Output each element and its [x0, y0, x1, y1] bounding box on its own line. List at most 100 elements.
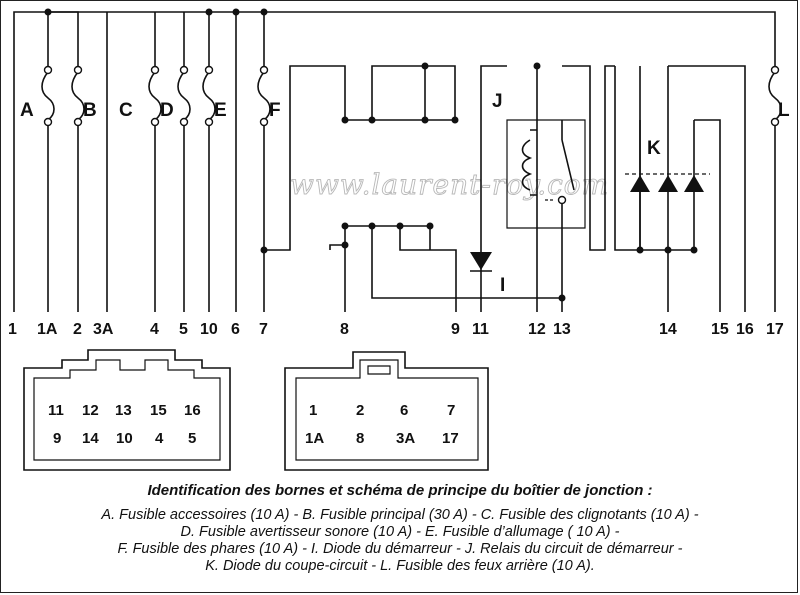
terminal-label: 1A [37, 321, 58, 338]
fuse-L-icon [768, 71, 782, 121]
wire-9 [399, 226, 457, 312]
diode-K3-icon [684, 175, 704, 192]
terminal-label: 17 [766, 321, 784, 338]
terminal-label: 10 [200, 321, 218, 338]
label-E: E [214, 100, 227, 121]
pin-label: 14 [82, 430, 99, 447]
junction-dot [341, 116, 349, 124]
junction-dot [232, 8, 240, 16]
pin-label: 3A [396, 430, 415, 447]
terminal-label: 16 [736, 321, 754, 338]
pin-label: 5 [188, 430, 196, 447]
watermark-text: www.laurent-roy.com [290, 168, 609, 201]
wire-15 [694, 119, 721, 312]
terminal-label: 7 [259, 321, 268, 338]
connector-right-latch [367, 365, 391, 375]
caption-line: F. Fusible des phares (10 A) - I. Diode … [117, 541, 683, 557]
junction-dot [558, 294, 566, 302]
junction-dot [396, 222, 404, 230]
terminal-label: 3A [93, 321, 114, 338]
connector-left: 11 12 13 15 16 9 14 10 4 5 [23, 349, 231, 471]
terminal-label: 6 [231, 321, 240, 338]
wire-8-13-link [371, 226, 562, 299]
diode-K2-icon [658, 175, 678, 192]
caption-line: K. Diode du coupe-circuit - L. Fusible d… [205, 558, 595, 574]
pin-label: 16 [184, 402, 201, 419]
fuse-terminal-dot [73, 117, 83, 127]
switch-group-top-wire [371, 65, 456, 120]
fuse-terminal-dot [150, 65, 160, 75]
terminal-label: 9 [451, 321, 460, 338]
terminal-label: 4 [150, 321, 159, 338]
fuse-terminal-dot [179, 65, 189, 75]
junction-dot [426, 222, 434, 230]
fuse-E-icon [202, 71, 216, 121]
terminal-label: 2 [73, 321, 82, 338]
connector-left-inner [33, 359, 221, 461]
junction-dot [451, 116, 459, 124]
relay-contact-dot [557, 195, 567, 205]
pin-label: 1 [309, 402, 317, 419]
diode-I-icon [470, 252, 492, 270]
junction-dot [341, 241, 349, 249]
fuse-terminal-dot [150, 117, 160, 127]
fuse-terminal-dot [43, 117, 53, 127]
fuse-A-icon [41, 71, 55, 121]
pin-label: 8 [356, 430, 364, 447]
connector-right-outline [284, 351, 489, 471]
junction-dot [636, 246, 644, 254]
junction-dot [368, 116, 376, 124]
wire-16 [668, 65, 746, 312]
fuse-B-icon [71, 71, 85, 121]
relay-J-coil-icon [521, 139, 533, 191]
pin-label: 6 [400, 402, 408, 419]
fuse-terminal-dot [204, 117, 214, 127]
label-A: A [20, 100, 34, 121]
pin-label: 7 [447, 402, 455, 419]
fuse-terminal-dot [770, 117, 780, 127]
label-K: K [647, 138, 661, 159]
relay-feed-wire [562, 65, 615, 251]
pin-label: 4 [155, 430, 164, 447]
junction-dot [341, 222, 349, 230]
junction-dot [205, 8, 213, 16]
label-D: D [160, 100, 174, 121]
fuse-terminal-dot [179, 117, 189, 127]
pin-label: 12 [82, 402, 99, 419]
terminal-label: 13 [553, 321, 571, 338]
pin-label: 13 [115, 402, 132, 419]
top-bus-wire [13, 11, 776, 312]
relay-J-box [506, 119, 586, 229]
fuse-terminal-dot [73, 65, 83, 75]
label-F: F [269, 100, 281, 121]
terminal-label: 1 [8, 321, 17, 338]
relay-coil-leads [530, 129, 537, 196]
fuse-terminal-dot [770, 65, 780, 75]
terminal-label: 12 [528, 321, 546, 338]
junction-dot [690, 246, 698, 254]
caption-line: D. Fusible avertisseur sonore (10 A) - E… [180, 524, 620, 540]
terminal-label: 14 [659, 321, 677, 338]
fuse-terminal-dot [204, 65, 214, 75]
wire-8-stub [329, 244, 345, 250]
pin-label: 9 [53, 430, 61, 447]
terminal-label: 5 [179, 321, 188, 338]
wire-2 [48, 11, 79, 312]
wire-7-branch [264, 65, 346, 251]
terminal-label: 15 [711, 321, 729, 338]
pin-label: 11 [48, 402, 64, 419]
label-L: L [778, 100, 790, 121]
terminal-label: 11 [472, 321, 489, 338]
junction-dot [421, 62, 429, 70]
junction-dot [421, 116, 429, 124]
caption-title: Identification des bornes et schéma de p… [147, 482, 653, 499]
relay-J-contact-icon [561, 139, 575, 191]
fuse-terminal-dot [259, 117, 269, 127]
label-C: C [119, 100, 133, 121]
junction-dot [368, 222, 376, 230]
fuse-terminal-dot [259, 65, 269, 75]
junction-dot [260, 8, 268, 16]
junction-box-schematic: www.laurent-roy.com [8, 8, 790, 471]
junction-dot [533, 62, 541, 70]
fuse-C-icon [148, 71, 162, 121]
